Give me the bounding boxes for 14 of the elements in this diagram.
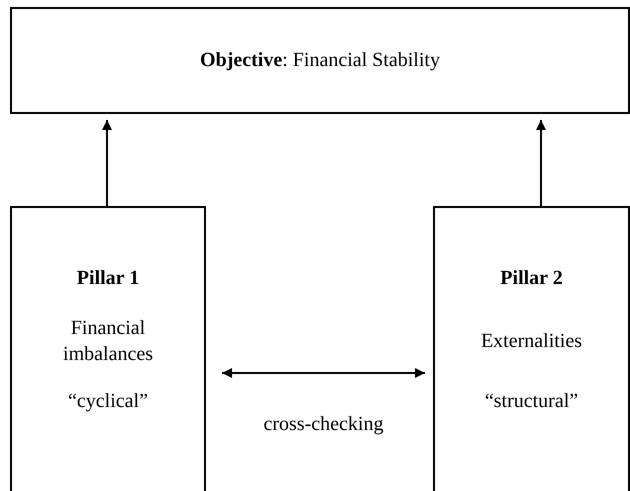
pillar-box	[433, 206, 630, 491]
arrow	[102, 120, 112, 206]
pillar-description: Financial imbalances	[63, 317, 153, 365]
pillar-description: Externalities	[480, 330, 582, 352]
pillar-box	[10, 206, 206, 491]
pillar-heading: Pillar 2	[500, 267, 563, 289]
objective-text: Objective: Financial Stability	[200, 49, 440, 71]
edge-label: cross-checking	[262, 413, 386, 436]
pillar-type: “cyclical”	[68, 390, 148, 412]
pillar-heading: Pillar 1	[76, 267, 140, 289]
objective-box	[10, 7, 630, 114]
arrow	[536, 120, 546, 206]
pillar-type: “structural”	[484, 390, 578, 412]
double-arrow	[222, 368, 425, 378]
